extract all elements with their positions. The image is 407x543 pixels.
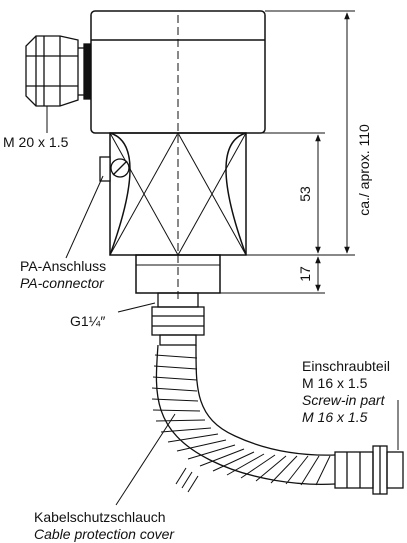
dimension-total-height: ca./ aprox. 110 [356,124,372,216]
screw-in-label-en-1: Screw-in part [302,392,386,408]
leader-lines [46,106,399,506]
dimension-hex-height: 53 [297,186,313,202]
cable-cover-label-en: Cable protection cover [34,526,175,542]
cable-gland [25,35,91,107]
pa-connector-screw [99,156,130,182]
hex-body [109,132,247,256]
cable-cover-label-de: Kabelschutzschlauch [34,509,166,525]
dimension-lines [220,10,355,294]
dimension-thread-height: 17 [297,266,313,282]
screw-in-fitting [151,292,205,346]
process-thread-label: G1¼″ [70,313,105,329]
gland-thread-label: M 20 x 1.5 [3,134,69,150]
screw-in-part-right [334,445,404,495]
screw-in-label-de-1: Einschraubteil [302,358,390,374]
pa-connector-label-de: PA-Anschluss [20,258,106,274]
cable-protection-hose [151,344,336,486]
pa-connector-label-en: PA-connector [20,275,105,291]
screw-in-label-en-2: M 16 x 1.5 [302,409,368,425]
screw-in-label-de-2: M 16 x 1.5 [302,375,368,391]
